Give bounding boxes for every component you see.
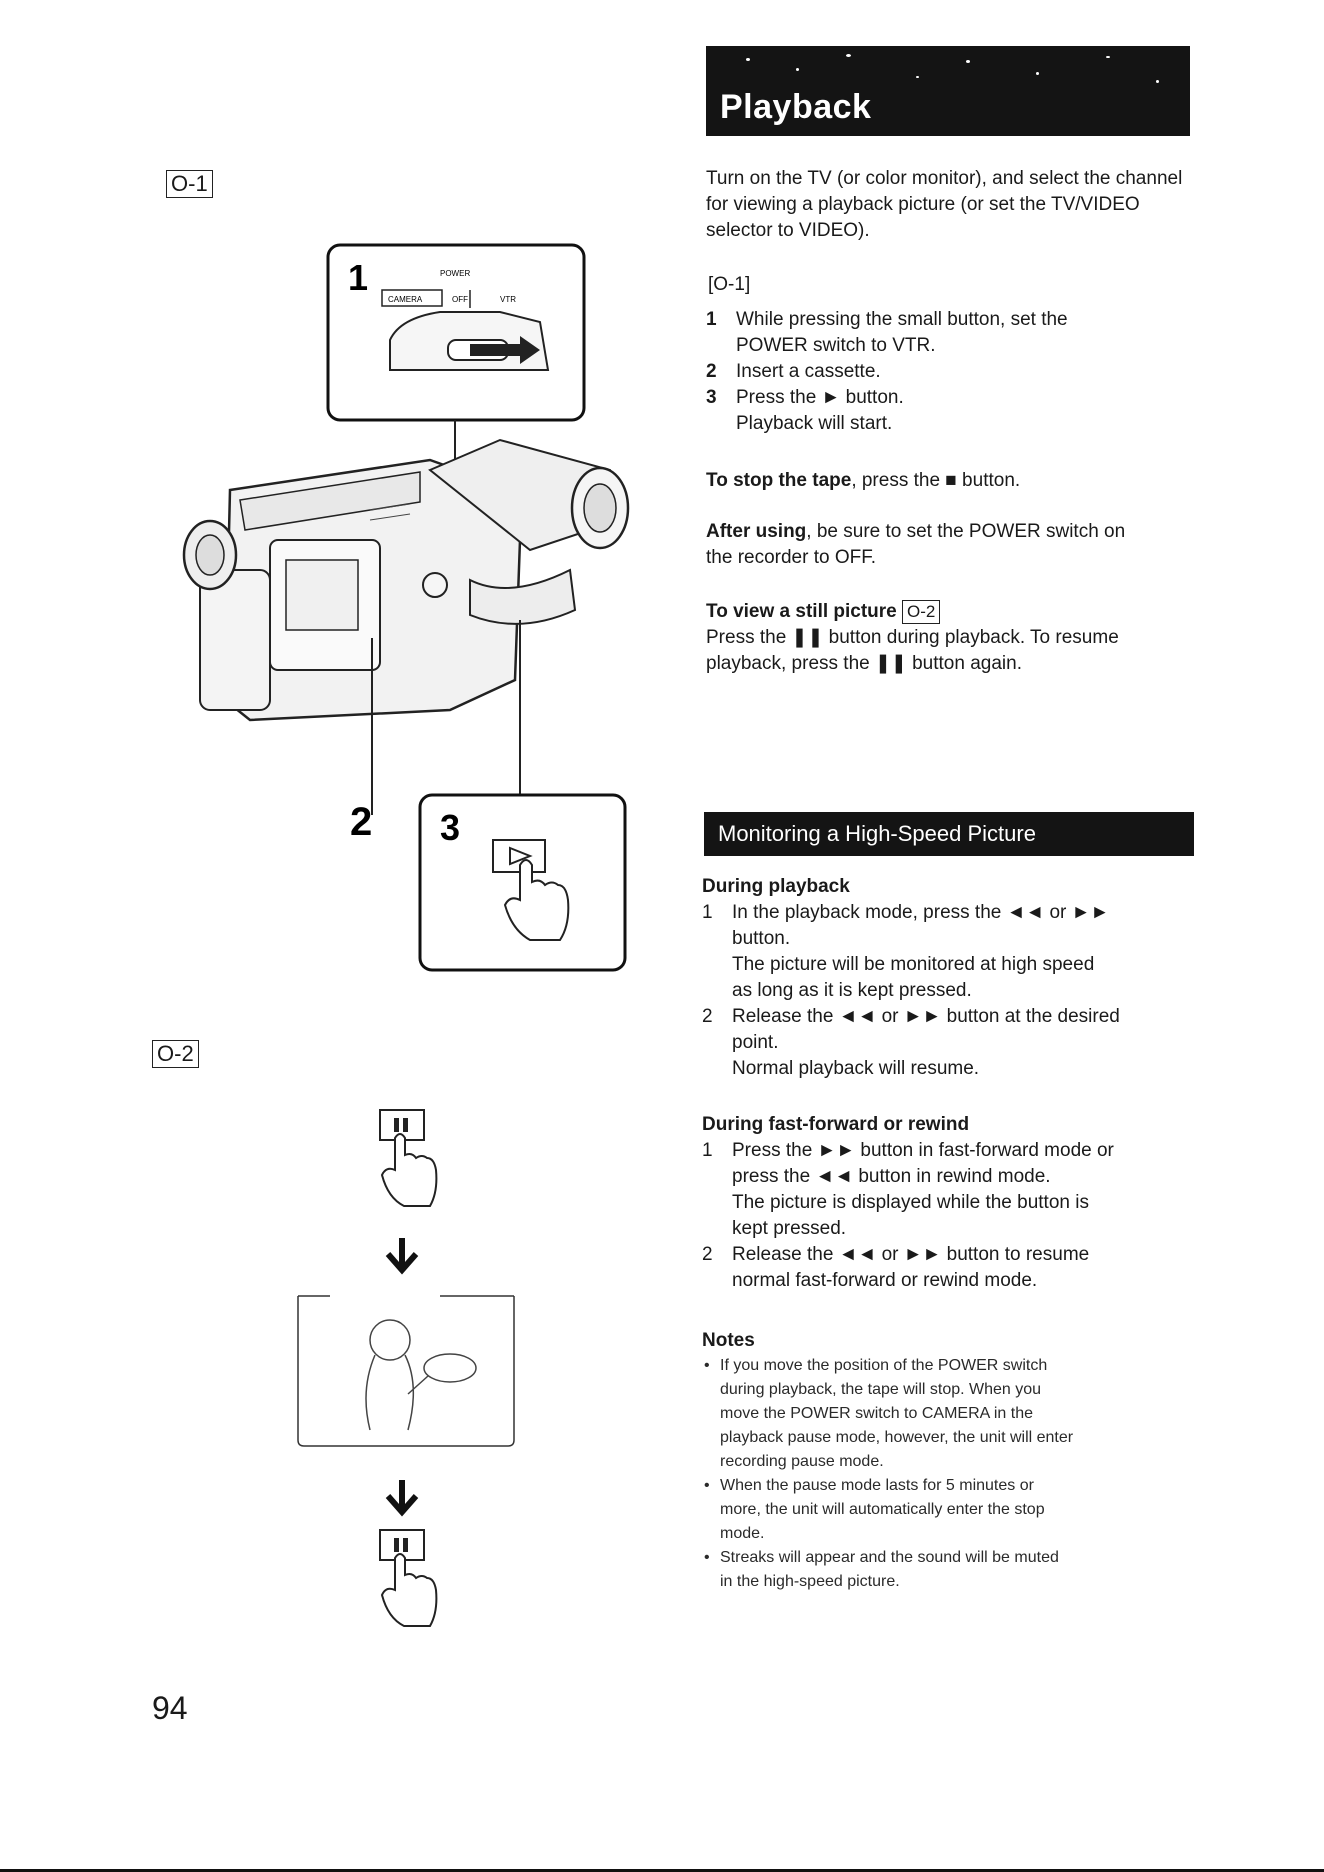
dp-step-1-line-1: In the playback mode, press the ◄◄ or ►►	[732, 902, 1110, 923]
callout-1-number: 1	[348, 257, 368, 298]
note-2-line-2: more, the unit will automatically enter …	[720, 1501, 1045, 1518]
during-playback-block: During playback 1 In the playback mode, …	[702, 874, 1196, 1082]
section-heading-high-speed: Monitoring a High-Speed Picture	[704, 812, 1194, 856]
playback-steps: 1 While pressing the small button, set t…	[706, 307, 1196, 437]
note-2-line-3: mode.	[720, 1525, 765, 1542]
figure-reference-o1: [O-1]	[708, 274, 751, 295]
camcorder-illustration: 1 POWER CAMERA OFF VTR 2 3	[182, 243, 630, 972]
dp-step-1-line-4: as long as it is kept pressed.	[732, 980, 972, 1001]
note-item-1: • If you move the position of the POWER …	[702, 1354, 1196, 1474]
during-ff-heading: During fast-forward or rewind	[702, 1114, 970, 1135]
notes-list: • If you move the position of the POWER …	[702, 1354, 1196, 1594]
note-item-3: • Streaks will appear and the sound will…	[702, 1546, 1196, 1594]
page-title-banner: Playback	[706, 46, 1190, 136]
dp-step-1-line-2: button.	[732, 928, 791, 949]
still-picture-text: To view a still picture O-2 Press the ❚❚…	[706, 599, 1196, 677]
still-picture-line-2: playback, press the ❚❚ button again.	[706, 653, 1022, 674]
note-1-line-2: during playback, the tape will stop. Whe…	[720, 1381, 1042, 1398]
note-1-line-5: recording pause mode.	[720, 1453, 884, 1470]
stop-tape-lead: To stop the tape	[706, 470, 852, 491]
note-3-line-1: Streaks will appear and the sound will b…	[720, 1549, 1059, 1566]
after-using-text: After using, be sure to set the POWER sw…	[706, 519, 1196, 571]
ff-step-1-line-2: press the ◄◄ button in rewind mode.	[732, 1166, 1051, 1187]
step-3-line-1: Press the ► button.	[736, 387, 904, 408]
note-1-line-1: If you move the position of the POWER sw…	[720, 1357, 1048, 1374]
after-using-lead: After using	[706, 521, 807, 542]
still-picture-line-1: Press the ❚❚ button during playback. To …	[706, 627, 1119, 648]
ff-step-1-number: 1	[702, 1140, 713, 1161]
still-picture-ref: O-2	[902, 600, 941, 624]
ff-step-2-number: 2	[702, 1244, 713, 1265]
dp-step-2: 2 Release the ◄◄ or ►► button at the des…	[702, 1004, 1196, 1082]
dp-step-2-number: 2	[702, 1006, 713, 1027]
note-3-line-2: in the high-speed picture.	[720, 1573, 900, 1590]
page-number: 94	[152, 1690, 188, 1726]
step-3: 3 Press the ► button. Playback will star…	[706, 385, 1196, 437]
stop-tape-text: To stop the tape, press the ■ button.	[706, 468, 1196, 494]
step-1-line-2: POWER switch to VTR.	[736, 335, 936, 356]
step-2: 2 Insert a cassette.	[706, 359, 1196, 385]
note-1-line-3: move the POWER switch to CAMERA in the	[720, 1405, 1033, 1422]
figure-label-o1: O-1	[166, 170, 213, 198]
page-title: Playback	[720, 88, 872, 126]
dp-step-1: 1 In the playback mode, press the ◄◄ or …	[702, 900, 1196, 1004]
notes-heading: Notes	[702, 1330, 755, 1351]
still-picture-lead: To view a still picture	[706, 601, 897, 622]
step-1-number: 1	[706, 309, 717, 330]
after-using-rest-1: , be sure to set the POWER switch on	[806, 521, 1126, 542]
ff-step-2: 2 Release the ◄◄ or ►► button to resume …	[702, 1242, 1196, 1294]
ff-step-2-line-1: Release the ◄◄ or ►► button to resume	[732, 1244, 1090, 1265]
ff-step-1-line-1: Press the ►► button in fast-forward mode…	[732, 1140, 1114, 1161]
dp-step-1-number: 1	[702, 902, 713, 923]
step-3-line-2: Playback will start.	[736, 413, 893, 434]
ff-step-2-line-2: normal fast-forward or rewind mode.	[732, 1270, 1038, 1291]
ff-step-1: 1 Press the ►► button in fast-forward mo…	[702, 1138, 1196, 1242]
dp-step-2-line-2: point.	[732, 1032, 779, 1053]
after-using-rest-2: the recorder to OFF.	[706, 547, 877, 568]
callout-2-number: 2	[350, 800, 372, 844]
step-1: 1 While pressing the small button, set t…	[706, 307, 1196, 359]
step-1-line-1: While pressing the small button, set the	[736, 309, 1068, 330]
bottom-border	[0, 1869, 1324, 1872]
ff-step-1-line-4: kept pressed.	[732, 1218, 847, 1239]
step-2-number: 2	[706, 361, 717, 382]
dp-step-1-line-3: The picture will be monitored at high sp…	[732, 954, 1095, 975]
note-2-line-1: When the pause mode lasts for 5 minutes …	[720, 1477, 1034, 1494]
step-2-line-1: Insert a cassette.	[736, 361, 881, 382]
callout-3-number: 3	[440, 807, 460, 848]
during-ff-block: During fast-forward or rewind 1 Press th…	[702, 1112, 1196, 1294]
switch-camera-label: CAMERA	[388, 295, 423, 304]
note-item-2: • When the pause mode lasts for 5 minute…	[702, 1474, 1196, 1546]
switch-off-label: OFF	[452, 295, 468, 304]
ff-step-1-line-3: The picture is displayed while the butto…	[732, 1192, 1089, 1213]
switch-vtr-label: VTR	[500, 295, 516, 304]
dp-step-2-line-3: Normal playback will resume.	[732, 1058, 980, 1079]
dp-step-2-line-1: Release the ◄◄ or ►► button at the desir…	[732, 1006, 1120, 1027]
step-3-number: 3	[706, 387, 717, 408]
note-1-line-4: playback pause mode, however, the unit w…	[720, 1429, 1074, 1446]
figure-label-o2: O-2	[152, 1040, 199, 1068]
intro-paragraph: Turn on the TV (or color monitor), and s…	[706, 168, 1183, 241]
stop-tape-rest: , press the ■ button.	[851, 470, 1021, 491]
switch-power-label: POWER	[440, 269, 470, 278]
during-playback-heading: During playback	[702, 876, 850, 897]
still-picture-illustration	[297, 1109, 515, 1627]
